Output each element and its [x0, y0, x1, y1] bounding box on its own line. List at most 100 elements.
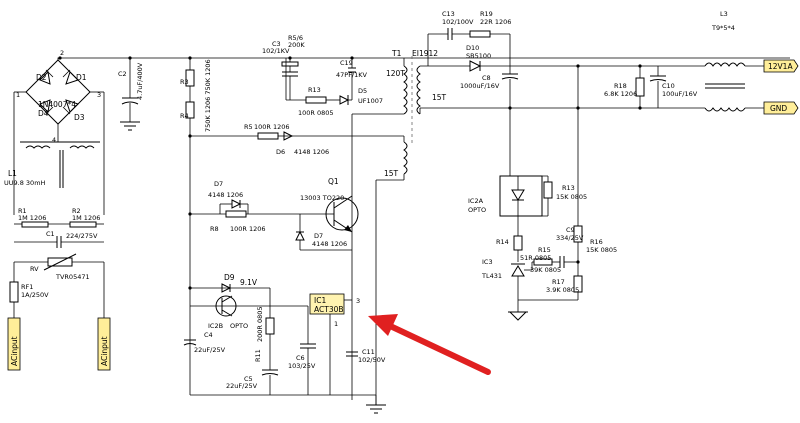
r13b-resistor: R13 15K 0805 — [518, 176, 587, 217]
r14-value: 51R 0805 — [520, 254, 551, 262]
c10-value: 100uF/16V — [662, 90, 698, 98]
r14-label: R14 — [496, 238, 509, 246]
l1-choke: L1 UU9.8 30mH — [4, 141, 100, 188]
c13-value: 102/100V — [442, 18, 474, 26]
t1-label: T1 — [391, 49, 402, 58]
d2-label: D2 — [36, 73, 47, 82]
r8-value: 100R 1206 — [230, 225, 266, 233]
ic1-controller: IC1 ACT30B 1 3 — [309, 293, 360, 395]
c4-label: C4 — [204, 331, 213, 339]
r13-value: 100R 0805 — [298, 109, 334, 117]
r18-value: 6.8K 1206 — [604, 90, 637, 98]
d7-r8-base-network: D7 4148 1206 R8 100R 1206 — [188, 180, 330, 233]
r18-label: R18 — [614, 82, 627, 90]
winding-15t-secondary-label: 15T — [432, 93, 447, 102]
transformer-t1: T1 EI1912 120T 15T — [351, 49, 447, 400]
c3-label: C3 — [272, 40, 281, 48]
ic1-label: IC1 — [314, 296, 326, 305]
r13b-value: 15K 0805 — [556, 193, 587, 201]
bridge-rectifier: D2 D1 D4 D3 1N4007*4 1 3 2 4 — [16, 49, 101, 144]
d5-label: D5 — [358, 87, 367, 95]
c1-label: C1 — [46, 230, 55, 238]
rf1-label: RF1 — [21, 283, 33, 291]
r11-c5: R11 200R 0805 C5 22uF/25V — [226, 288, 279, 395]
r4-label: R4 — [180, 112, 189, 120]
ic1-pin1: 1 — [334, 320, 338, 328]
c13-label: C13 — [442, 10, 455, 18]
rv-value: TVR05471 — [55, 273, 90, 281]
rf1-value: 1A/250V — [21, 291, 49, 299]
r11-label: R11 — [254, 349, 262, 362]
c19-label: C19 — [340, 59, 353, 67]
d7b-value: 4148 1206 — [312, 240, 347, 248]
out-gnd-label: GND — [770, 104, 787, 113]
r15-c9: R15 39K 0805 C9 334/25V — [524, 226, 584, 274]
rv-label: RV — [30, 265, 39, 273]
r15-label: R15 — [538, 246, 551, 254]
c8-value: 1000uF/16V — [460, 82, 500, 90]
d7b-label: D7 — [314, 232, 323, 240]
node4-label: 4 — [52, 136, 56, 144]
r34-value: 750K 1206 750K 1206 — [204, 59, 212, 132]
c5-value: 22uF/25V — [226, 382, 258, 390]
t1-value: EI1912 — [412, 49, 438, 58]
c6-capacitor: C6 103/25V — [288, 306, 316, 395]
r16-r17-divider: R16 15K 0805 R17 3.9K 0805 — [518, 66, 617, 301]
c4-value: 22uF/25V — [194, 346, 226, 354]
c11-label: C11 — [362, 348, 375, 356]
r1-value: 1M 1206 — [18, 214, 46, 222]
d9-zener: D9 9.1V — [221, 273, 258, 293]
d5-value: UF1007 — [358, 97, 383, 105]
c11-capacitor: C11 102/50V — [346, 348, 386, 364]
ac-input-connector-left: ACinput — [7, 317, 21, 371]
c19-value: 47PF/1KV — [336, 71, 368, 79]
r5-label: R5 — [244, 123, 253, 131]
r17-value: 3.9K 0805 — [546, 286, 579, 294]
l3-choke: L3 T9*5*4 — [704, 10, 764, 112]
r14-ic3: R14 51R 0805 IC3 TL431 — [481, 235, 551, 321]
r3-r4-resistors: R3 R4 750K 1206 750K 1206 — [180, 58, 212, 395]
r16-value: 15K 0805 — [586, 246, 617, 254]
output-gnd-connector: GND — [763, 101, 799, 115]
r5-value: 100R 1206 — [254, 123, 290, 131]
winding-15t-aux-label: 15T — [384, 169, 399, 178]
r17-label: R17 — [552, 278, 565, 286]
r1-r2-resistors: R1 1M 1206 R2 1M 1206 — [14, 207, 104, 228]
r8-label: R8 — [210, 225, 219, 233]
ic2a-label: IC2A — [468, 197, 484, 205]
q1-value: 13003 TO220 — [300, 194, 344, 202]
c3-value: 102/1KV — [262, 47, 290, 55]
c1-value: 224/275V — [66, 232, 98, 240]
r3-label: R3 — [180, 78, 189, 86]
d9-label: D9 — [224, 273, 235, 282]
d10-label: D10 — [466, 44, 479, 52]
auxiliary-winding: 15T — [284, 135, 408, 405]
bridge-part-label: 1N4007*4 — [38, 100, 76, 109]
d7a-value: 4148 1206 — [208, 191, 243, 199]
d10-value: SB5100 — [466, 52, 491, 60]
c13-r19-snubber: C13 102/100V R19 22R 1206 — [427, 10, 511, 66]
r16-label: R16 — [590, 238, 603, 246]
r11-value: 200R 0805 — [256, 306, 264, 342]
r5-d6: R5 100R 1206 D6 4148 1206 — [188, 123, 329, 156]
node2-label: 2 — [60, 49, 64, 57]
d6-value: 4148 1206 — [294, 148, 329, 156]
out-12v-label: 12V1A — [768, 62, 793, 71]
node3-label: 3 — [97, 91, 101, 99]
l3-value: T9*5*4 — [711, 24, 735, 32]
ic2b-label: IC2B — [208, 322, 223, 330]
rv-varistor: RV TVR05471 — [14, 253, 104, 281]
acinput-label-left: ACinput — [10, 336, 19, 366]
c19-d5-r13: C19 47PF/1KV D5 UF1007 R13 100R 0805 — [286, 58, 383, 117]
winding-120t-label: 120T — [386, 69, 405, 78]
c9-label: C9 — [566, 226, 575, 234]
r18-resistor: R18 6.8K 1206 — [604, 66, 645, 108]
d4-label: D4 — [38, 109, 49, 118]
d6-label: D6 — [276, 148, 285, 156]
ic2b-value: OPTO — [230, 322, 248, 330]
node1-label: 1 — [16, 91, 20, 99]
d7a-label: D7 — [214, 180, 223, 188]
ic2a-opto-led: IC2A OPTO — [468, 108, 548, 236]
ic1-value: ACT30B — [314, 305, 344, 314]
r13-label: R13 — [308, 86, 321, 94]
